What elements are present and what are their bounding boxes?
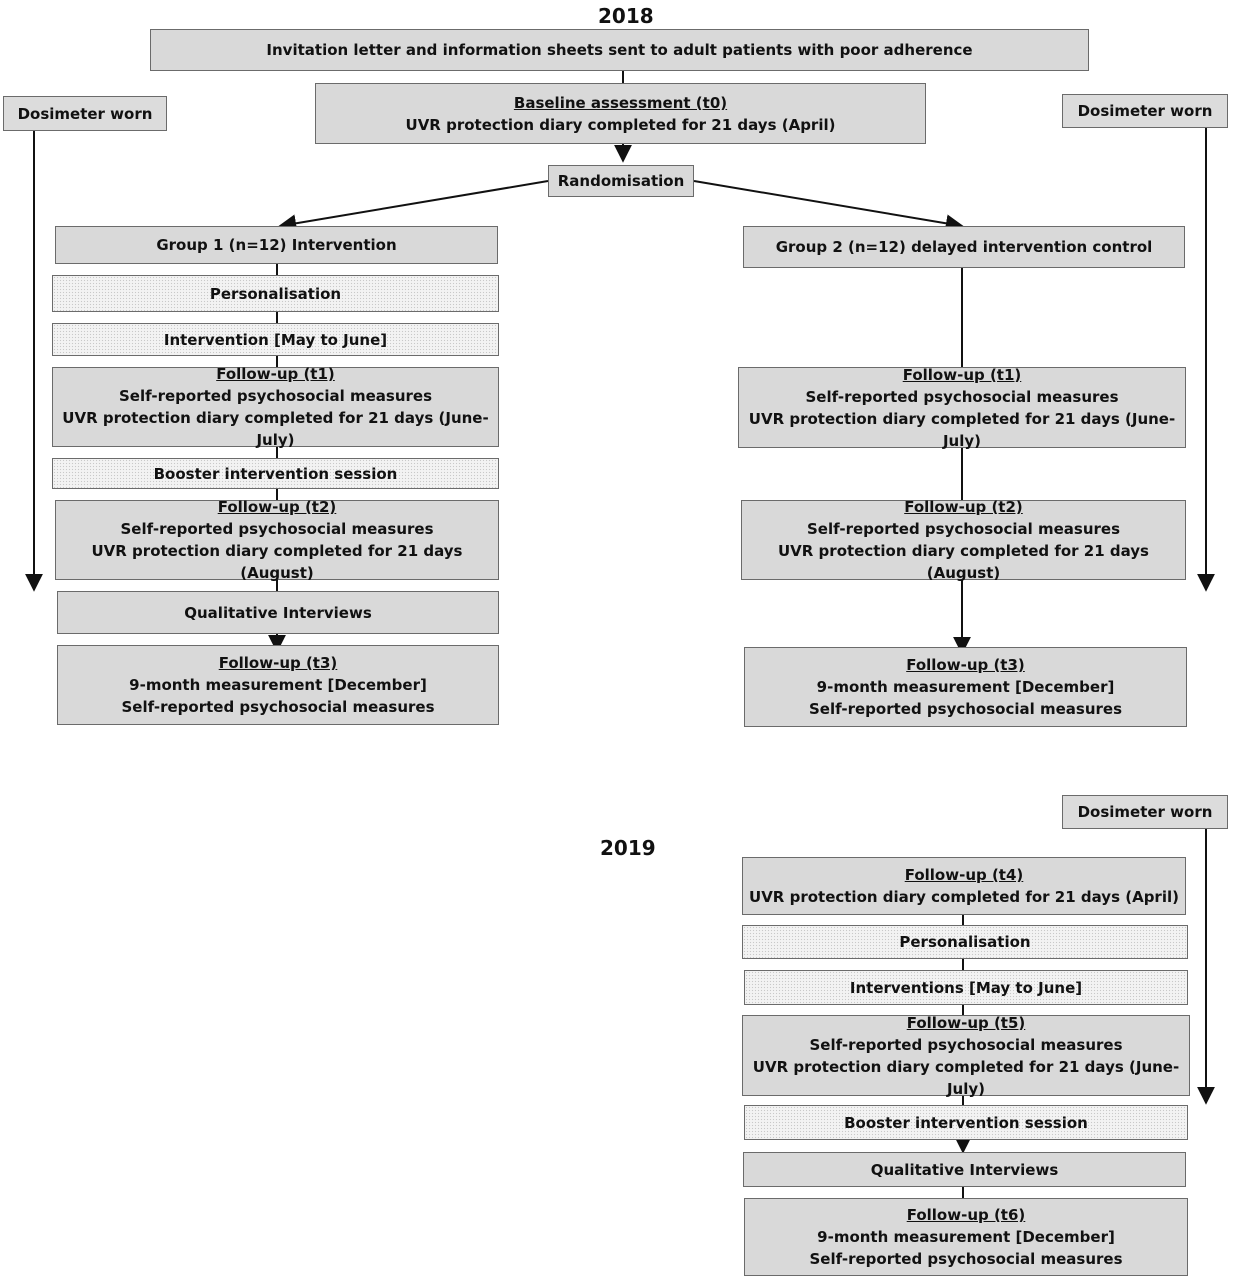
group2-t2-line2: UVR protection diary completed for 21 da… [778,542,1149,582]
group2-t1-line2: UVR protection diary completed for 21 da… [748,409,1176,450]
group2-title-box: Group 2 (n=12) delayed intervention cont… [743,226,1185,268]
group1-qualitative-text: Qualitative Interviews [184,603,372,622]
group2-t5-line1: Self-reported psychosocial measures [809,1035,1123,1054]
group2-t2-line1: Self-reported psychosocial measures [806,520,1121,538]
group2-t3-line2: Self-reported psychosocial measures [808,700,1123,718]
group2-followup-t1-box: Follow-up (t1) Self-reported psychosocia… [738,365,1186,450]
group2-followup-t4-box: Follow-up (t4) UVR protection diary comp… [742,857,1186,915]
group2-t5-line2: UVR protection diary completed for 21 da… [752,1057,1180,1098]
group2-followup-t5-box: Follow-up (t5) Self-reported psychosocia… [742,1013,1190,1098]
group2-booster-text: Booster intervention session [844,1113,1088,1132]
group2-interventions-text: Interventions [May to June] [849,978,1083,997]
year-2018-label: 2018 [598,4,654,28]
group2-t5-heading: Follow-up (t5) [906,1013,1026,1032]
group2-booster-box: Booster intervention session [744,1105,1188,1140]
group2-t2-heading: Follow-up (t2) [904,498,1023,516]
dosimeter-label-left: Dosimeter worn [3,96,167,131]
group2-t3-line1: 9-month measurement [December] [816,678,1115,696]
group2-followup-t6-box: Follow-up (t6) 9-month measurement [Dece… [744,1198,1188,1276]
group1-t2-line2: UVR protection diary completed for 21 da… [91,542,463,582]
group2-t1-heading: Follow-up (t1) [902,365,1022,384]
invitation-text: Invitation letter and information sheets… [266,41,973,59]
group1-t3-line1: 9-month measurement [December] [129,676,427,694]
group2-t1-line1: Self-reported psychosocial measures [805,387,1119,406]
group2-t6-heading: Follow-up (t6) [906,1206,1026,1224]
year-2019-label: 2019 [600,836,656,860]
group2-t6-line2: Self-reported psychosocial measures [809,1250,1123,1268]
dosimeter-text-right-2018: Dosimeter worn [1077,102,1213,120]
group2-personalisation-text: Personalisation [899,933,1031,951]
group2-personalisation-box: Personalisation [742,925,1188,959]
baseline-box: Baseline assessment (t0) UVR protection … [315,83,926,144]
group2-t4-line1: UVR protection diary completed for 21 da… [749,888,1179,906]
group2-qualitative-text: Qualitative Interviews [870,1160,1059,1179]
group1-intervention-box: Intervention [May to June] [52,323,499,356]
group1-followup-t1-box: Follow-up (t1) Self-reported psychosocia… [52,365,499,449]
group2-t4-heading: Follow-up (t4) [904,866,1024,884]
group1-booster-box: Booster intervention session [52,458,499,489]
group1-t1-line2: UVR protection diary completed for 21 da… [62,409,489,449]
group1-t3-line2: Self-reported psychosocial measures [121,698,435,716]
arrow-randomisation-group2 [693,180,964,233]
dosimeter-label-right-2019: Dosimeter worn [1062,795,1228,829]
group1-t1-heading: Follow-up (t1) [216,365,335,383]
group1-qualitative-box: Qualitative Interviews [57,591,499,634]
baseline-line1: UVR protection diary completed for 21 da… [405,115,836,134]
dosimeter-label-right-2018: Dosimeter worn [1062,94,1228,128]
group1-personalisation-text: Personalisation [209,284,342,303]
group1-title: Group 1 (n=12) Intervention [156,236,397,254]
group1-personalisation-box: Personalisation [52,275,499,312]
group1-t3-heading: Follow-up (t3) [218,654,338,672]
arrow-randomisation-group1 [278,180,549,233]
group2-followup-t2-box: Follow-up (t2) Self-reported psychosocia… [741,498,1186,582]
group2-t6-line1: 9-month measurement [December] [817,1228,1115,1246]
group1-t1-line1: Self-reported psychosocial measures [118,387,433,405]
invitation-box: Invitation letter and information sheets… [150,29,1089,71]
baseline-heading: Baseline assessment (t0) [513,93,728,112]
group1-followup-t2-box: Follow-up (t2) Self-reported psychosocia… [55,498,499,582]
dosimeter-text-left: Dosimeter worn [17,104,153,123]
randomisation-box: Randomisation [548,165,694,197]
group2-t3-heading: Follow-up (t3) [906,656,1025,674]
group1-followup-t3-box: Follow-up (t3) 9-month measurement [Dece… [57,645,499,725]
group1-title-box: Group 1 (n=12) Intervention [55,226,498,264]
group1-intervention-text: Intervention [May to June] [163,330,388,349]
group2-followup-t3-box: Follow-up (t3) 9-month measurement [Dece… [744,647,1187,727]
group2-interventions-box: Interventions [May to June] [744,970,1188,1005]
group1-t2-heading: Follow-up (t2) [217,498,337,516]
group1-t2-line1: Self-reported psychosocial measures [120,520,434,538]
group2-qualitative-box: Qualitative Interviews [743,1152,1186,1187]
group2-title: Group 2 (n=12) delayed intervention cont… [775,238,1153,256]
randomisation-text: Randomisation [557,172,685,190]
group1-booster-text: Booster intervention session [153,464,398,483]
dosimeter-text-right-2019: Dosimeter worn [1077,803,1213,821]
